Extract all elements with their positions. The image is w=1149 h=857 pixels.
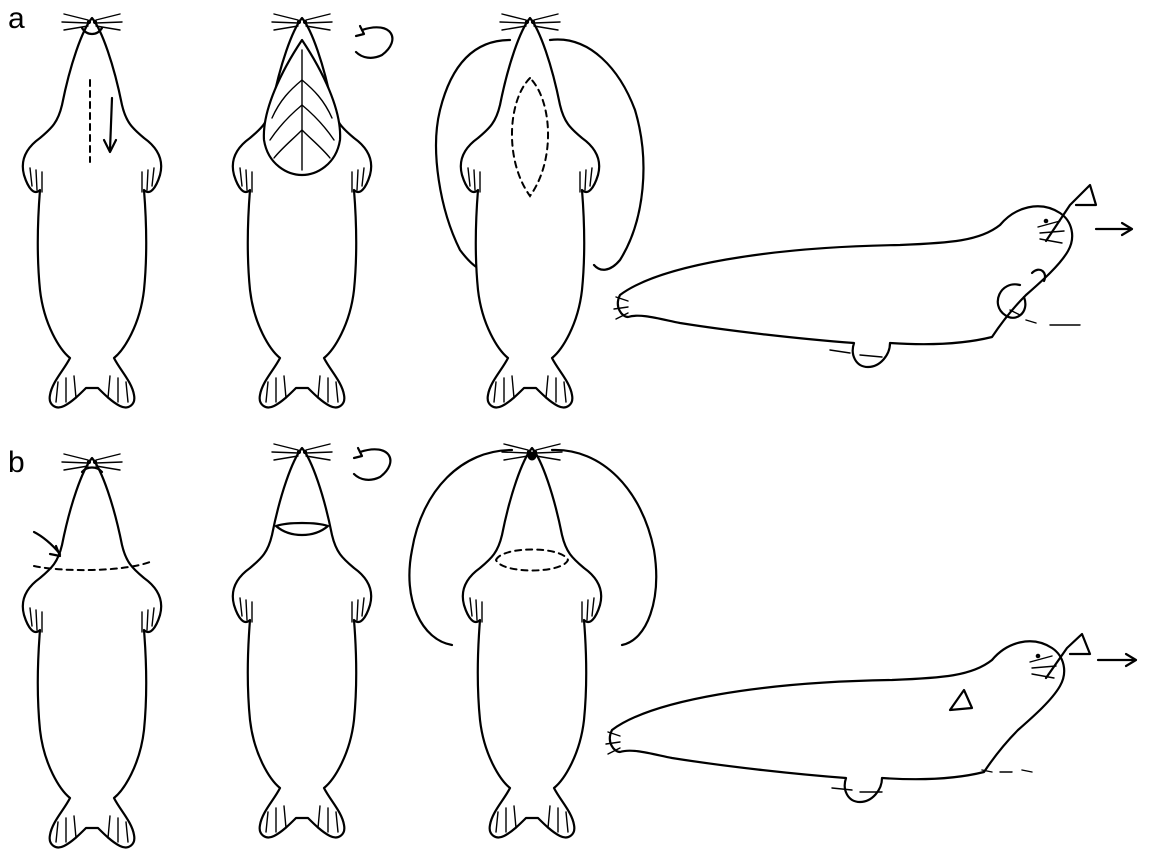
seal-b2	[233, 444, 391, 837]
seal-b1	[23, 454, 161, 847]
seal-a1	[23, 14, 161, 407]
seal-a4-side	[614, 185, 1132, 367]
panel-label-b: b	[8, 446, 25, 479]
seal-a3	[436, 14, 643, 407]
seal-a2	[233, 14, 393, 407]
panel-label-a: a	[8, 2, 25, 35]
seal-b3	[409, 444, 656, 837]
seal-b4-side	[606, 634, 1136, 802]
